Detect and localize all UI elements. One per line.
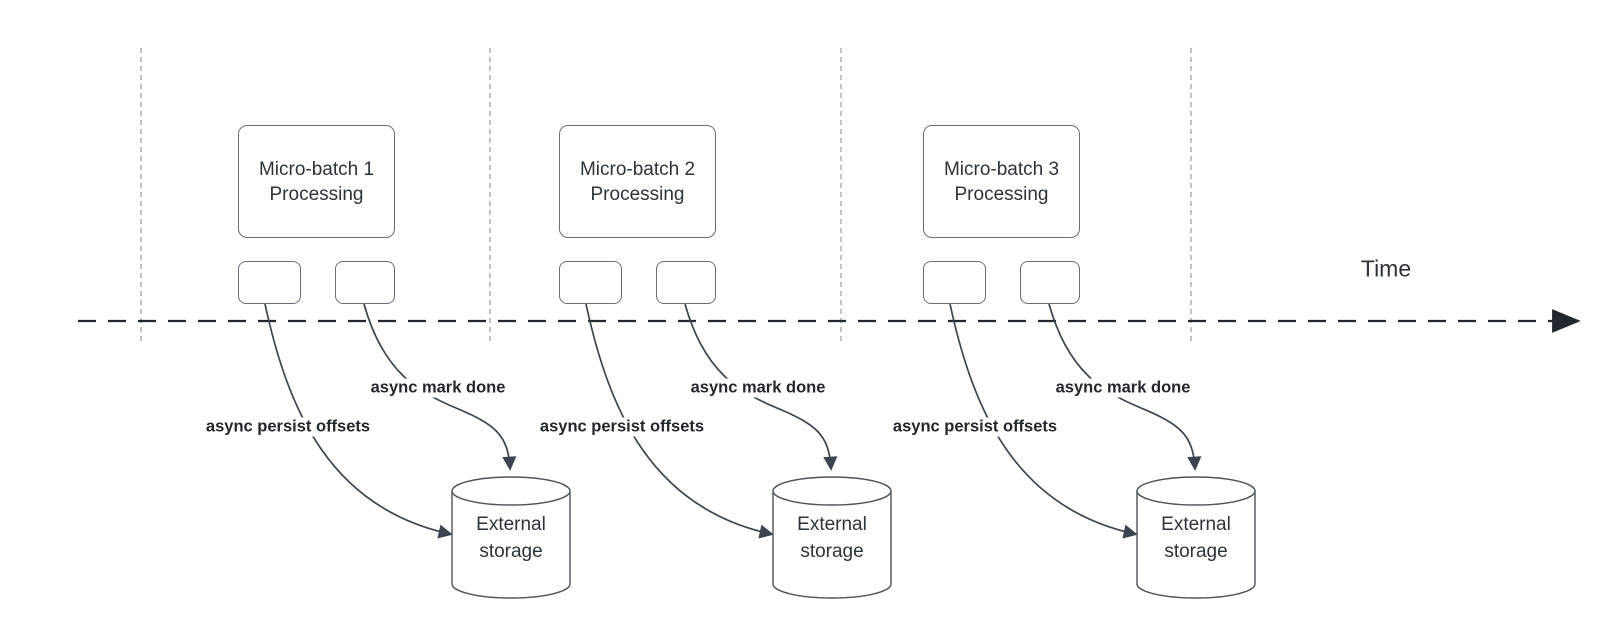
persist-offsets-task-box-3	[923, 261, 986, 304]
box-label-line: Processing	[590, 183, 685, 205]
async-persist-offsets-arrow-2	[585, 303, 774, 539]
async-mark-done-arrow-3	[1048, 303, 1202, 471]
box-label-line: Micro-batch 1	[258, 158, 375, 180]
box-label-line: Micro-batch 3	[943, 158, 1060, 180]
external-storage-cylinder-1	[451, 476, 571, 599]
box-label-line: Micro-batch 2	[579, 158, 696, 180]
persist-offsets-label-3: async persist offsets	[889, 417, 1061, 437]
external-storage-cylinder-3	[1136, 476, 1256, 599]
async-persist-offsets-arrow-3	[949, 303, 1138, 539]
async-mark-done-arrow-1	[363, 303, 517, 471]
async-persist-offsets-arrow-1	[264, 303, 453, 539]
persist-offsets-task-box-2	[559, 261, 622, 304]
mark-done-label-3: async mark done	[1052, 378, 1194, 398]
mark-done-task-box-1	[335, 261, 395, 304]
persist-offsets-task-box-1	[238, 261, 301, 304]
mark-done-label-2: async mark done	[687, 378, 829, 398]
box-label-line: Processing	[269, 183, 364, 205]
persist-offsets-label-2: async persist offsets	[536, 417, 708, 437]
time-label: Time	[1360, 255, 1412, 282]
micro-batch-1-processing-box: Micro-batch 1 Processing	[238, 125, 395, 238]
micro-batch-2-processing-box: Micro-batch 2 Processing	[559, 125, 716, 238]
async-mark-done-arrow-2	[684, 303, 838, 471]
mark-done-task-box-3	[1020, 261, 1080, 304]
micro-batch-3-processing-box: Micro-batch 3 Processing	[923, 125, 1080, 238]
mark-done-label-1: async mark done	[367, 378, 509, 398]
persist-offsets-label-1: async persist offsets	[202, 417, 374, 437]
mark-done-task-box-2	[656, 261, 716, 304]
box-label-line: Processing	[954, 183, 1049, 205]
external-storage-cylinder-2	[772, 476, 892, 599]
